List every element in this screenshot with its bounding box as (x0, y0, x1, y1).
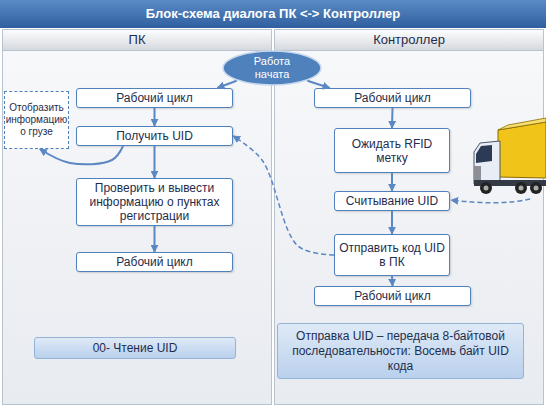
node-text: 00- Чтение UID (93, 341, 178, 356)
process-box: Ожидать RFID метку (334, 128, 450, 173)
node-text: Получить UID (116, 129, 193, 143)
node-text: Рабочий цикл (354, 289, 431, 303)
node-text: Считывание UID (346, 194, 439, 208)
command-note: 00- Чтение UID (34, 337, 236, 359)
process-box: Получить UID (76, 126, 233, 146)
node-text: Рабочий цикл (116, 255, 193, 269)
ellipse-shape (223, 51, 321, 85)
process-box: Рабочий цикл (314, 286, 471, 306)
node-text: Отправка UID – передача 8-байтовой после… (284, 329, 517, 374)
column-panel: ПКОтобразить информацию о грузеРабочий ц… (2, 29, 272, 405)
column-heading: Контроллер (275, 30, 543, 51)
protocol-note: Отправка UID – передача 8-байтовой после… (277, 323, 524, 379)
start-ellipse: Работа начата (222, 50, 322, 86)
node-text: Работа начата (241, 55, 303, 81)
node-text: Проверить и вывести информацию о пунктах… (81, 181, 228, 223)
process-box: Рабочий цикл (76, 252, 233, 272)
process-box: Рабочий цикл (314, 88, 471, 108)
process-box: Считывание UID (334, 191, 450, 211)
node-text: Ожидать RFID метку (339, 137, 445, 165)
node-text: Отобразить информацию о грузе (6, 102, 68, 138)
optional-action-box: Отобразить информацию о грузе (4, 91, 69, 149)
column-heading: ПК (3, 30, 271, 51)
process-box: Проверить и вывести информацию о пунктах… (76, 178, 233, 226)
node-text: Рабочий цикл (354, 91, 431, 105)
column-panel: КонтроллерРабочий циклОжидать RFID метку… (274, 29, 544, 405)
process-box: Отправить код UID в ПК (334, 234, 450, 276)
process-box: Рабочий цикл (76, 88, 233, 108)
node-text: Рабочий цикл (116, 91, 193, 105)
node-text: Отправить код UID в ПК (339, 241, 445, 269)
diagram-title: Блок-схема диалога ПК <-> Контроллер (0, 0, 546, 28)
